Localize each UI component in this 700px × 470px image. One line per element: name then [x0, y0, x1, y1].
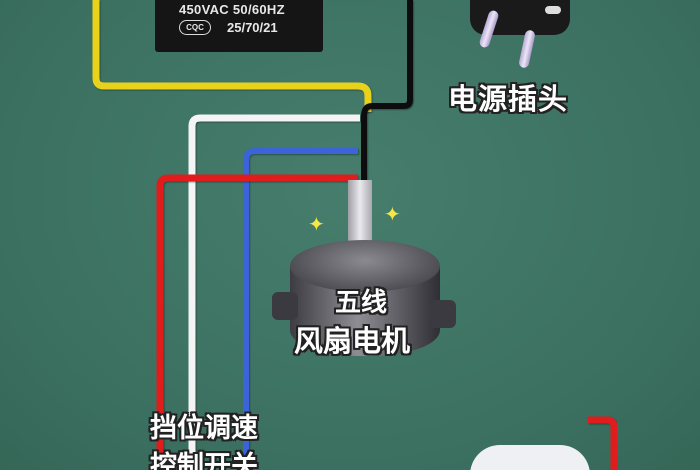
- yellow-wire: [92, 0, 372, 112]
- motor-bracket: [272, 292, 298, 320]
- motor-bracket: [430, 300, 456, 328]
- switch-label-line1: 挡位调速: [150, 413, 258, 444]
- capacitor-code: 25/70/21: [227, 20, 278, 35]
- capacitor: 450VAC 50/60HZ CQC 25/70/21: [155, 0, 323, 52]
- plug-hole: [545, 6, 561, 14]
- white-wire: [188, 114, 360, 470]
- switch-label-line2: 控制开关: [150, 451, 258, 470]
- black-wire: [361, 0, 413, 205]
- fan-motor-icon: [290, 240, 440, 380]
- motor-label-line1: 五线: [335, 288, 388, 318]
- capacitor-rating: 450VAC 50/60HZ: [179, 2, 285, 17]
- blue-wire: [243, 148, 358, 470]
- motor-label-line2: 风扇电机: [294, 324, 411, 358]
- cqc-logo-icon: CQC: [179, 20, 211, 35]
- motor-top: [290, 240, 440, 292]
- red-wire-left: [156, 174, 358, 470]
- speed-switch-icon: [470, 445, 590, 470]
- power-plug-label: 电源插头: [448, 82, 569, 116]
- sparkle-icon: ✦: [308, 212, 325, 236]
- sparkle-icon: ✦: [384, 202, 401, 226]
- red-wire-hook: [588, 416, 618, 470]
